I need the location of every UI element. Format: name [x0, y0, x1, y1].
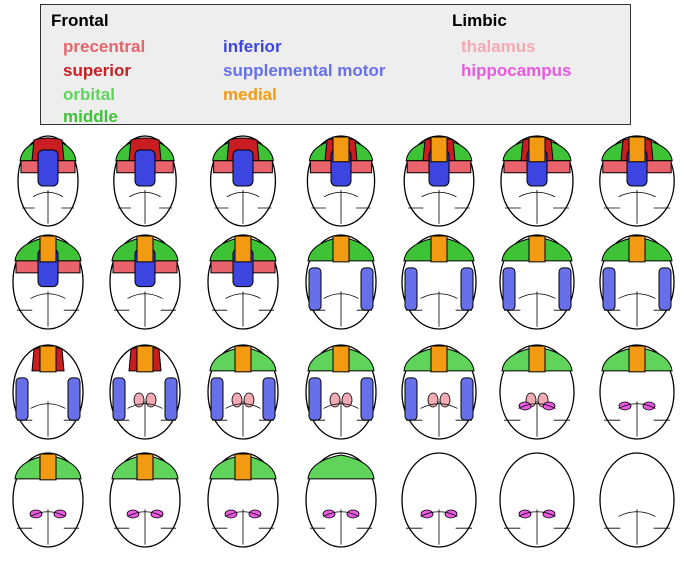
brain-slice — [12, 452, 84, 548]
brain-slice — [499, 452, 575, 548]
brain-slice — [207, 344, 279, 440]
thalamus-region-left — [231, 392, 243, 408]
legend-thalamus: thalamus — [461, 37, 536, 56]
medial-region — [528, 235, 546, 263]
brain-slice — [599, 135, 675, 227]
legend-medial: medial — [223, 85, 277, 104]
brain-slice — [499, 234, 575, 330]
brain-outline — [12, 344, 84, 440]
brain-slice — [401, 234, 477, 330]
brain-slice — [209, 135, 277, 227]
medial-region — [528, 345, 546, 373]
medial-region — [39, 453, 57, 481]
thalamus-region-right — [439, 392, 451, 408]
brain-slice — [109, 234, 181, 330]
supplemental-motor-region-right — [558, 267, 572, 311]
medial-region — [39, 345, 57, 373]
brain-slice — [109, 452, 181, 548]
thalamus-region-right — [145, 392, 157, 408]
brain-slice — [17, 135, 79, 227]
supplemental-motor-region-right — [262, 377, 276, 421]
legend-limbic-title: Limbic — [452, 11, 507, 30]
supplemental-motor-region-right — [460, 377, 474, 421]
brain-slice — [500, 135, 574, 227]
supplemental-motor-region-left — [502, 267, 516, 311]
brain-slice — [113, 135, 177, 227]
supplemental-motor-region-left — [404, 377, 418, 421]
supplemental-motor-region-right — [67, 377, 81, 421]
legend-orbital: orbital — [63, 85, 115, 104]
legend-precentral: precentral — [63, 37, 146, 56]
medial-region — [332, 136, 350, 163]
brain-slice — [109, 344, 181, 440]
legend-hippocampus: hippocampus — [461, 61, 572, 80]
brain-slice — [12, 344, 84, 440]
medial-region — [430, 235, 448, 263]
legend-box: Frontal precentral superior orbital midd… — [40, 4, 631, 126]
supplemental-motor-region-right — [360, 267, 374, 311]
brain-slice — [306, 135, 376, 227]
legend-middle: middle — [63, 107, 118, 126]
medial-region — [136, 453, 154, 481]
medial-region — [430, 136, 448, 163]
medial-region — [136, 345, 154, 373]
supplemental-motor-region-right — [164, 377, 178, 421]
supplemental-motor-region-left — [15, 377, 29, 421]
brain-slice — [207, 452, 279, 548]
brain-slice — [403, 135, 475, 227]
medial-region — [136, 235, 154, 263]
inferior-region — [232, 149, 254, 187]
inferior-region — [37, 149, 59, 187]
legend-supplemental-motor: supplemental motor — [223, 61, 386, 80]
supplemental-motor-region-left — [602, 267, 616, 311]
thalamus-region-right — [243, 392, 255, 408]
brain-slice — [599, 452, 675, 548]
medial-region — [430, 345, 448, 373]
brain-slice — [305, 452, 377, 548]
medial-region — [332, 235, 350, 263]
brain-outline — [401, 452, 477, 548]
supplemental-motor-region-left — [210, 377, 224, 421]
legend-frontal-title: Frontal — [51, 11, 109, 30]
thalamus-region-right — [341, 392, 353, 408]
thalamus-region-left — [133, 392, 145, 408]
supplemental-motor-region-right — [460, 267, 474, 311]
supplemental-motor-region-left — [308, 377, 322, 421]
medial-region — [628, 235, 646, 263]
brain-slice — [12, 234, 84, 330]
supplemental-motor-region-left — [404, 267, 418, 311]
supplemental-motor-region-right — [360, 377, 374, 421]
brain-outline — [499, 452, 575, 548]
thalamus-region-left — [329, 392, 341, 408]
medial-region — [332, 345, 350, 373]
legend-superior: superior — [63, 61, 132, 80]
medial-region — [628, 136, 646, 163]
thalamus-region-left — [427, 392, 439, 408]
legend-inferior: inferior — [223, 37, 282, 56]
medial-region — [234, 453, 252, 481]
brain-slice — [207, 234, 279, 330]
inferior-region — [134, 149, 156, 187]
brain-slice — [599, 344, 675, 440]
brain-slice — [499, 344, 575, 440]
medial-region — [39, 235, 57, 263]
brain-slice — [401, 452, 477, 548]
medial-region — [234, 345, 252, 373]
brain-outline — [109, 344, 181, 440]
orbital-region — [307, 454, 375, 480]
supplemental-motor-region-left — [112, 377, 126, 421]
supplemental-motor-region-right — [658, 267, 672, 311]
medial-region — [628, 345, 646, 373]
brain-slice — [401, 344, 477, 440]
supplemental-motor-region-left — [308, 267, 322, 311]
brain-slice — [599, 234, 675, 330]
brain-outline — [599, 452, 675, 548]
brain-slice — [305, 234, 377, 330]
medial-region — [234, 235, 252, 263]
brain-slice — [305, 344, 377, 440]
medial-region — [528, 136, 546, 163]
